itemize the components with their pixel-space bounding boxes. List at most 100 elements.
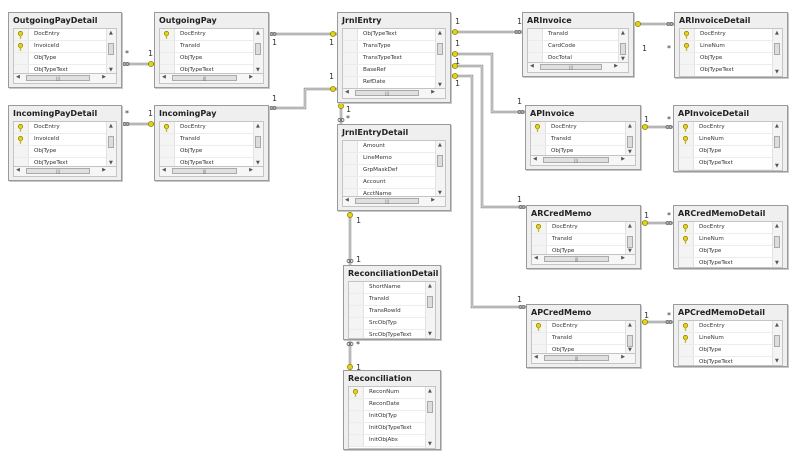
scroll-thumb[interactable] <box>627 335 633 347</box>
scroll-up-icon[interactable]: ▲ <box>438 142 442 148</box>
column-row[interactable]: ObjType <box>532 246 635 255</box>
column-row[interactable]: DocEntry <box>531 122 635 134</box>
column-row[interactable]: AcctName <box>343 189 445 197</box>
row-selector[interactable] <box>679 357 694 365</box>
vertical-scrollbar[interactable]: ▲▼ <box>618 29 628 63</box>
scroll-down-icon[interactable]: ▼ <box>775 69 779 75</box>
scroll-left-icon[interactable]: ◀ <box>345 89 349 95</box>
column-row[interactable]: ObjTypeText <box>160 65 263 74</box>
row-selector[interactable] <box>531 122 546 133</box>
scroll-right-icon[interactable]: ▶ <box>249 167 253 173</box>
column-row[interactable]: DocEntry <box>532 222 635 234</box>
scroll-thumb[interactable] <box>620 43 626 55</box>
scroll-thumb[interactable]: ||| <box>172 75 237 81</box>
scroll-thumb[interactable] <box>108 136 114 148</box>
scroll-thumb[interactable] <box>774 43 780 55</box>
column-row[interactable]: LineNum <box>679 134 782 146</box>
row-selector[interactable] <box>680 53 695 64</box>
scroll-up-icon[interactable]: ▲ <box>438 30 442 36</box>
scroll-left-icon[interactable]: ◀ <box>533 156 537 162</box>
scroll-thumb[interactable] <box>437 155 443 167</box>
column-row[interactable]: DocEntry <box>679 122 782 134</box>
column-row[interactable]: ObjTypeText <box>14 65 116 74</box>
vertical-scrollbar[interactable]: ▲▼ <box>625 222 635 255</box>
column-row[interactable]: ReconDate <box>349 399 435 411</box>
row-selector[interactable] <box>14 29 29 40</box>
scroll-thumb[interactable] <box>108 43 114 55</box>
row-selector[interactable] <box>349 423 364 434</box>
row-selector[interactable] <box>532 234 547 245</box>
scroll-up-icon[interactable]: ▲ <box>109 30 113 36</box>
row-selector[interactable] <box>349 318 364 329</box>
row-selector[interactable] <box>349 435 364 446</box>
column-row[interactable]: ObjTypeText <box>679 158 782 170</box>
vertical-scrollbar[interactable]: ▲▼ <box>435 141 445 197</box>
column-row[interactable]: DocEntry <box>160 122 263 134</box>
scroll-thumb[interactable]: ||| <box>172 168 237 174</box>
scroll-up-icon[interactable]: ▲ <box>256 123 260 129</box>
row-selector[interactable] <box>343 141 358 152</box>
row-selector[interactable] <box>343 41 358 52</box>
column-row[interactable]: BaseRef <box>343 65 445 77</box>
scroll-down-icon[interactable]: ▼ <box>775 163 779 169</box>
scroll-left-icon[interactable]: ◀ <box>16 74 20 80</box>
column-row[interactable]: ObjType <box>14 53 116 65</box>
column-row[interactable]: InvoiceId <box>14 41 116 53</box>
column-row[interactable]: TransId <box>531 134 635 146</box>
table-title[interactable]: Reconciliation <box>348 374 412 383</box>
scroll-up-icon[interactable]: ▲ <box>628 223 632 229</box>
column-row[interactable]: ShortName <box>349 282 435 294</box>
horizontal-scrollbar[interactable]: ◀|||▶ <box>342 196 446 207</box>
row-selector[interactable] <box>343 53 358 64</box>
row-selector[interactable] <box>679 333 694 344</box>
scroll-thumb[interactable] <box>774 136 780 148</box>
column-row[interactable]: ObjTypeText <box>679 258 782 267</box>
row-selector[interactable] <box>14 158 29 167</box>
scroll-down-icon[interactable]: ▼ <box>438 190 442 196</box>
table-title[interactable]: APInvoiceDetail <box>678 109 750 118</box>
scroll-thumb[interactable] <box>427 296 433 308</box>
row-selector[interactable] <box>343 177 358 188</box>
row-selector[interactable] <box>680 65 695 76</box>
row-selector[interactable] <box>679 146 694 157</box>
column-row[interactable]: ObjType <box>532 345 635 354</box>
row-selector[interactable] <box>679 258 694 267</box>
row-selector[interactable] <box>160 29 175 40</box>
column-row[interactable]: ObjType <box>160 53 263 65</box>
scroll-thumb[interactable] <box>774 236 780 248</box>
column-row[interactable]: ReconNum <box>349 387 435 399</box>
row-selector[interactable] <box>349 411 364 422</box>
column-row[interactable]: ObjType <box>679 345 782 357</box>
scroll-right-icon[interactable]: ▶ <box>102 74 106 80</box>
row-selector[interactable] <box>160 53 175 64</box>
column-row[interactable]: ObjType <box>14 146 116 158</box>
scroll-thumb[interactable] <box>627 236 633 248</box>
scroll-up-icon[interactable]: ▲ <box>428 283 432 289</box>
row-selector[interactable] <box>679 134 694 145</box>
column-row[interactable]: DocEntry <box>680 29 782 41</box>
row-selector[interactable] <box>532 345 547 354</box>
column-row[interactable]: InitObjTypeText <box>349 423 435 435</box>
vertical-scrollbar[interactable]: ▲▼ <box>435 29 445 89</box>
column-row[interactable]: TransRowId <box>349 306 435 318</box>
column-row[interactable]: ObjType <box>680 53 782 65</box>
row-selector[interactable] <box>679 158 694 169</box>
scroll-down-icon[interactable]: ▼ <box>428 441 432 447</box>
row-selector[interactable] <box>349 387 364 398</box>
scroll-left-icon[interactable]: ◀ <box>345 197 349 203</box>
scroll-right-icon[interactable]: ▶ <box>249 74 253 80</box>
column-row[interactable]: InitObjTyp <box>349 411 435 423</box>
scroll-thumb[interactable]: ||| <box>543 157 609 163</box>
column-row[interactable]: TransType <box>343 41 445 53</box>
row-selector[interactable] <box>14 41 29 52</box>
column-row[interactable]: ObjTypeText <box>14 158 116 167</box>
vertical-scrollbar[interactable]: ▲▼ <box>772 321 782 365</box>
scroll-left-icon[interactable]: ◀ <box>162 74 166 80</box>
vertical-scrollbar[interactable]: ▲▼ <box>425 387 435 448</box>
vertical-scrollbar[interactable]: ▲▼ <box>253 29 263 74</box>
